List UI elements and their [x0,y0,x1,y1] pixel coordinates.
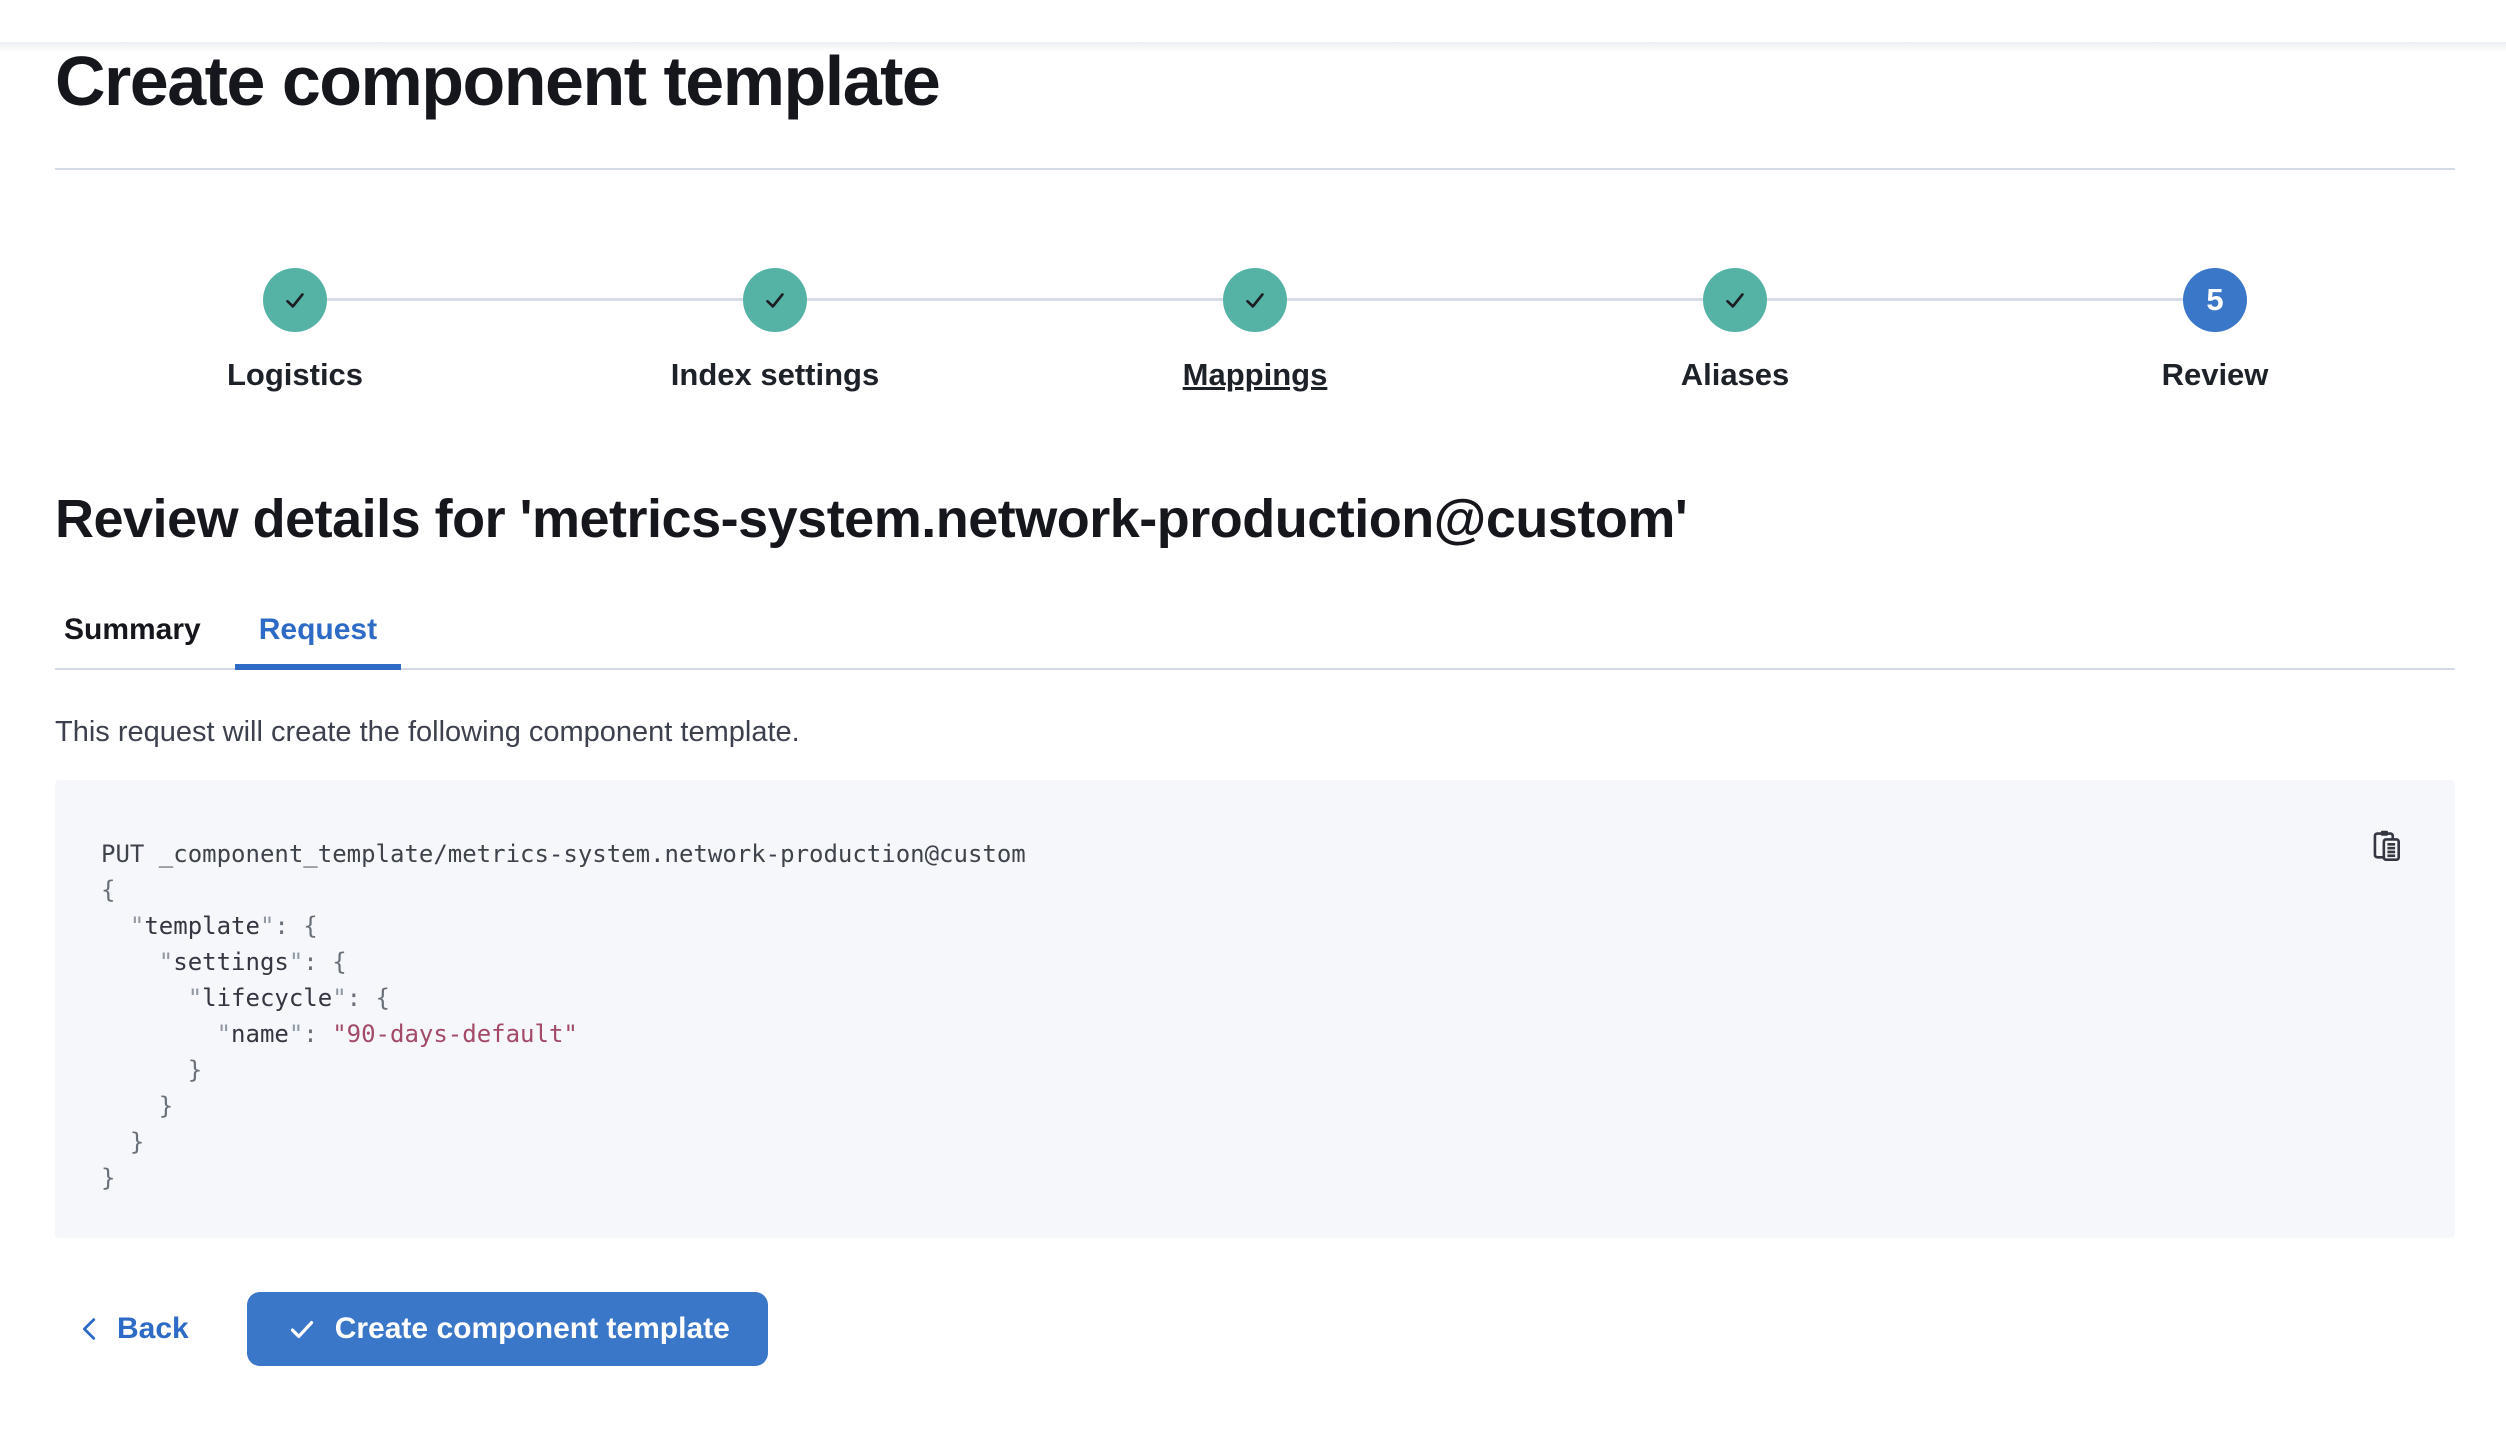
step-complete-circle [263,268,327,332]
check-icon [286,293,304,308]
code-line: } [101,1128,145,1156]
step-label: Aliases [1680,357,1790,392]
create-component-template-page: Create component template Logistics Index… [0,42,2506,1366]
code-line: PUT _component_template/metrics-system.n… [101,840,1026,868]
tab-request[interactable]: Request [234,612,402,670]
step-logistics[interactable]: Logistics [55,268,535,394]
code-line: } [101,1164,116,1192]
page-title: Create component template [55,42,941,120]
code-line: "lifecycle": { [187,984,391,1012]
code-line: "name": "90-days-default" [216,1020,578,1048]
code-line: "settings": { [158,948,347,976]
footer-actions: Back Create component template [55,1292,2455,1366]
create-component-template-button[interactable]: Create component template [246,1292,768,1366]
request-code: PUT _component_template/metrics-system.n… [101,836,2335,1196]
step-mappings[interactable]: Mappings [1015,268,1495,394]
step-label: Index settings [670,357,880,392]
copy-to-clipboard-button[interactable] [2369,824,2409,868]
step-label: Logistics [226,357,364,392]
request-code-block: PUT _component_template/metrics-system.n… [55,780,2455,1238]
tabs: Summary Request [55,612,2455,670]
step-complete-circle [1703,268,1767,332]
code-line: { [101,876,116,904]
check-icon [1726,293,1744,308]
top-edge-shade [0,42,2506,52]
check-icon [290,1321,313,1339]
chevron-left-icon [82,1318,96,1340]
code-line: "template": { [129,912,318,940]
code-line: } [101,1092,174,1120]
code-line: } [101,1056,203,1084]
review-heading: Review details for 'metrics-system.netwo… [55,489,1688,549]
back-button[interactable]: Back [75,1312,189,1346]
step-index-settings[interactable]: Index settings [535,268,1015,394]
review-description: This request will create the following c… [55,716,800,748]
create-button-label: Create component template [334,1312,730,1345]
step-aliases[interactable]: Aliases [1495,268,1975,394]
step-current-number-circle: 5 [2183,268,2247,332]
copy-clipboard-icon [2373,830,2400,861]
step-complete-circle [743,268,807,332]
tab-summary[interactable]: Summary [64,613,201,646]
step-label: Review [2161,357,2269,392]
check-icon [1246,293,1264,308]
back-button-label: Back [117,1312,189,1345]
step-complete-circle [1223,268,1287,332]
check-icon [766,293,784,308]
header-divider [55,168,2455,170]
step-label: Mappings [1182,357,1328,392]
